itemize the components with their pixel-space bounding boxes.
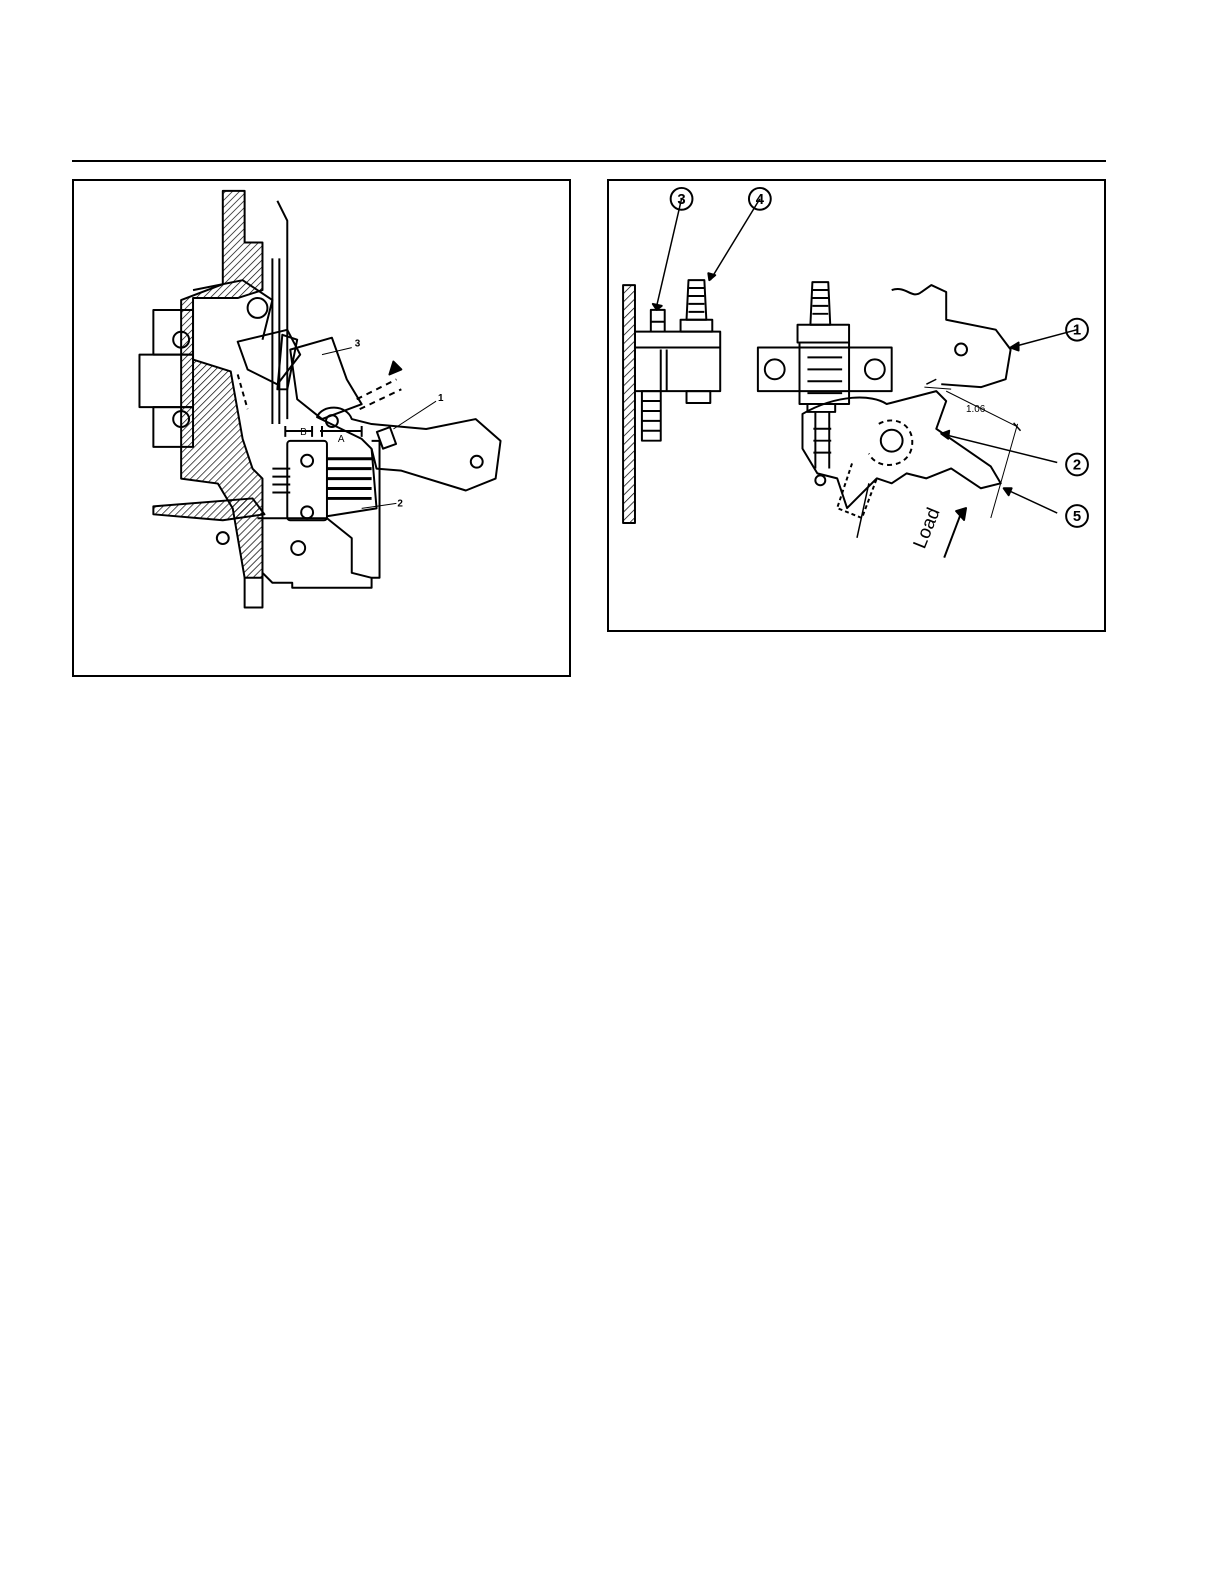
dimension-b-label: B bbox=[300, 427, 307, 438]
load-label: Load bbox=[909, 505, 944, 552]
dimension-a-label: A bbox=[338, 434, 345, 445]
header-rule bbox=[72, 160, 1106, 162]
callout-5: 5 bbox=[1073, 509, 1081, 525]
dimension-value: 1.06 bbox=[966, 404, 986, 415]
figure-right-drawing: 3 4 1 2 5 1.06 Load bbox=[609, 181, 1104, 630]
callout-4: 4 bbox=[756, 192, 765, 208]
figure-left: 3 1 2 B A bbox=[72, 179, 571, 677]
callout-1: 1 bbox=[438, 393, 444, 404]
callout-3: 3 bbox=[677, 192, 685, 208]
figure-left-drawing: 3 1 2 B A bbox=[74, 181, 569, 675]
callout-2: 2 bbox=[1073, 457, 1081, 473]
callout-3: 3 bbox=[355, 339, 361, 350]
callout-2: 2 bbox=[397, 498, 403, 509]
figure-right: 3 4 1 2 5 1.06 Load bbox=[607, 179, 1106, 632]
callout-1: 1 bbox=[1073, 323, 1081, 339]
